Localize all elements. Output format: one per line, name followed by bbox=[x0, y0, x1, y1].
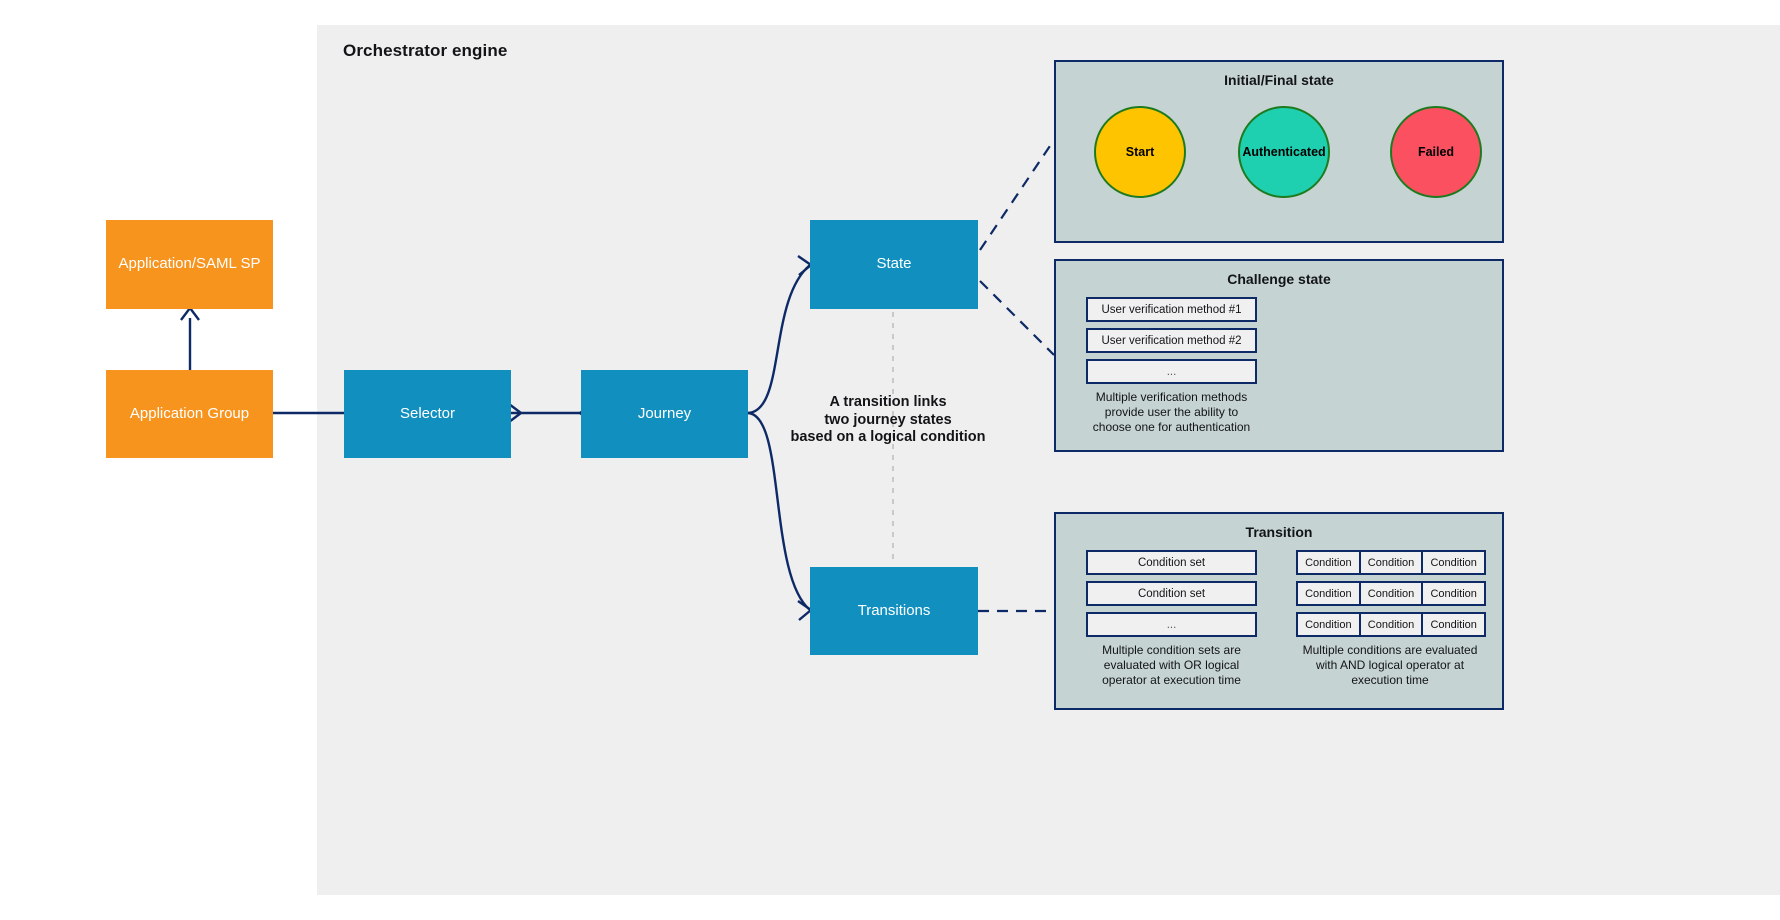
panel-challenge-state: Challenge state User verification method… bbox=[1054, 259, 1504, 452]
table-row: Condition Condition Condition bbox=[1296, 581, 1487, 606]
node-transitions[interactable]: Transitions bbox=[810, 567, 978, 655]
condition-grid: Condition Condition Condition Condition … bbox=[1296, 550, 1487, 688]
condition-cell[interactable]: Condition bbox=[1421, 550, 1487, 575]
panel-transition-title: Transition bbox=[1245, 524, 1313, 540]
condition-cell[interactable]: Condition bbox=[1421, 612, 1487, 637]
verification-method-list: User verification method #1 User verific… bbox=[1086, 297, 1257, 435]
state-circle-label: Authenticated bbox=[1242, 145, 1326, 159]
link-appgroup-to-appsaml bbox=[180, 306, 200, 370]
list-item[interactable]: Condition set bbox=[1086, 550, 1257, 575]
caption-line-1: Multiple conditions are evaluated bbox=[1302, 643, 1478, 657]
panel-initial-final-state: Initial/Final state Start Authenticated … bbox=[1054, 60, 1504, 243]
condition-cell[interactable]: Condition bbox=[1358, 612, 1424, 637]
caption-line-1: Multiple verification methods bbox=[1095, 390, 1248, 404]
state-circle-failed[interactable]: Failed bbox=[1390, 106, 1482, 198]
node-application-saml-sp[interactable]: Application/SAML SP bbox=[106, 220, 273, 309]
table-row: Condition Condition Condition bbox=[1296, 550, 1487, 575]
annotation-line-2: two journey states bbox=[824, 411, 952, 428]
annotation-line-3: based on a logical condition bbox=[790, 429, 986, 446]
annotation-line-1: A transition links bbox=[829, 394, 947, 410]
node-journey[interactable]: Journey bbox=[581, 370, 748, 458]
initial-final-circle-row: Start Authenticated Failed bbox=[1056, 94, 1502, 214]
state-circle-label: Start bbox=[1125, 145, 1155, 159]
state-circle-authenticated[interactable]: Authenticated bbox=[1238, 106, 1330, 198]
condition-cell[interactable]: Condition bbox=[1296, 550, 1361, 575]
state-circle-label: Failed bbox=[1417, 145, 1455, 159]
condition-set-list: Condition set Condition set ... Multiple… bbox=[1086, 550, 1257, 688]
caption-line-3: choose one for authentication bbox=[1092, 420, 1251, 434]
table-row: Condition Condition Condition bbox=[1296, 612, 1487, 637]
list-item[interactable]: ... bbox=[1086, 612, 1257, 637]
condition-cell[interactable]: Condition bbox=[1296, 581, 1361, 606]
caption-line-1: Multiple condition sets are bbox=[1102, 643, 1241, 657]
condition-grid-caption: Multiple conditions are evaluated with A… bbox=[1296, 643, 1484, 688]
condition-cell[interactable]: Condition bbox=[1296, 612, 1361, 637]
condition-set-caption: Multiple condition sets are evaluated wi… bbox=[1086, 643, 1257, 688]
condition-cell[interactable]: Condition bbox=[1421, 581, 1487, 606]
caption-line-3: operator at execution time bbox=[1102, 673, 1241, 687]
node-selector[interactable]: Selector bbox=[344, 370, 511, 458]
condition-cell[interactable]: Condition bbox=[1358, 581, 1424, 606]
caption-line-2: provide user the ability to bbox=[1104, 405, 1239, 419]
node-state[interactable]: State bbox=[810, 220, 978, 309]
caption-line-2: with AND logical operator at bbox=[1315, 658, 1465, 672]
panel-challenge-title: Challenge state bbox=[1227, 271, 1331, 287]
page-title: Orchestrator engine bbox=[343, 41, 508, 60]
orchestrator-engine-panel bbox=[317, 25, 1780, 895]
condition-cell[interactable]: Condition bbox=[1358, 550, 1424, 575]
list-item[interactable]: User verification method #2 bbox=[1086, 328, 1257, 353]
list-item[interactable]: ... bbox=[1086, 359, 1257, 384]
list-item[interactable]: Condition set bbox=[1086, 581, 1257, 606]
list-item[interactable]: User verification method #1 bbox=[1086, 297, 1257, 322]
caption-line-3: execution time bbox=[1351, 673, 1429, 687]
panel-transition: Transition Condition set Condition set .… bbox=[1054, 512, 1504, 710]
node-application-group[interactable]: Application Group bbox=[106, 370, 273, 458]
state-circle-start[interactable]: Start bbox=[1094, 106, 1186, 198]
transition-annotation: A transition links two journey states ba… bbox=[782, 394, 994, 447]
challenge-caption: Multiple verification methods provide us… bbox=[1086, 390, 1257, 435]
caption-line-2: evaluated with OR logical bbox=[1103, 658, 1240, 672]
panel-initial-final-title: Initial/Final state bbox=[1224, 72, 1334, 88]
